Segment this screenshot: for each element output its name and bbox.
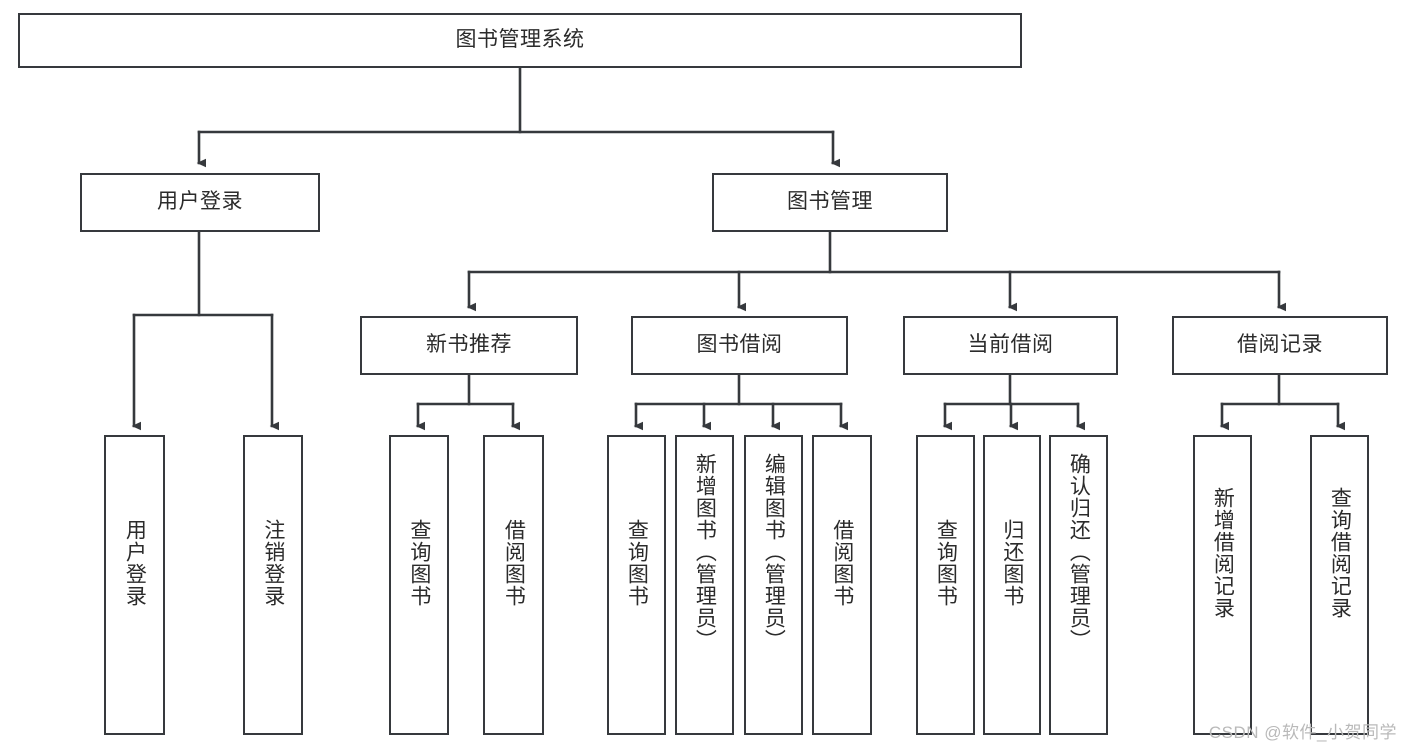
node-label: 确认归还（管理员） xyxy=(1067,453,1091,651)
node-label: 归还图书 xyxy=(1000,519,1024,607)
leaf-borrow-book-newbook[interactable]: 借阅图书 xyxy=(483,435,544,735)
leaf-query-borrow-record[interactable]: 查询借阅记录 xyxy=(1310,435,1369,735)
leaf-query-book-newbook[interactable]: 查询图书 xyxy=(389,435,449,735)
node-root-system[interactable]: 图书管理系统 xyxy=(18,13,1022,68)
node-label: 新书推荐 xyxy=(426,333,512,357)
watermark-text: CSDN @软件_小贺同学 xyxy=(1208,723,1397,742)
edge-group-user-login xyxy=(131,230,280,431)
edge-group-book-mgmt xyxy=(466,230,1287,312)
node-new-book-recommend[interactable]: 新书推荐 xyxy=(360,316,578,375)
leaf-user-login[interactable]: 用户登录 xyxy=(104,435,165,735)
node-label: 查询图书 xyxy=(934,519,958,607)
node-label: 查询图书 xyxy=(407,519,431,607)
node-borrow-record[interactable]: 借阅记录 xyxy=(1172,316,1388,375)
node-label: 注销登录 xyxy=(261,519,285,607)
edge-group-borrow-book xyxy=(633,373,849,431)
node-label: 借阅记录 xyxy=(1237,333,1323,357)
node-label: 查询图书 xyxy=(625,519,649,607)
node-label: 当前借阅 xyxy=(967,333,1054,357)
leaf-query-book-current[interactable]: 查询图书 xyxy=(916,435,975,735)
node-label: 借阅图书 xyxy=(830,519,854,607)
edge-group-current-borrow xyxy=(942,373,1086,431)
node-label: 图书借阅 xyxy=(696,333,783,357)
node-label: 编辑图书（管理员） xyxy=(762,453,786,651)
node-user-login[interactable]: 用户登录 xyxy=(80,173,320,232)
node-label: 用户登录 xyxy=(123,519,147,607)
leaf-add-borrow-record[interactable]: 新增借阅记录 xyxy=(1193,435,1252,735)
leaf-return-book[interactable]: 归还图书 xyxy=(983,435,1041,735)
edge-group-new-book xyxy=(415,373,521,431)
node-label: 查询借阅记录 xyxy=(1328,487,1352,619)
leaf-logout[interactable]: 注销登录 xyxy=(243,435,303,735)
node-label: 用户登录 xyxy=(157,190,243,214)
leaf-edit-book-admin[interactable]: 编辑图书（管理员） xyxy=(744,435,803,735)
node-label: 图书管理 xyxy=(787,190,873,214)
edge-group-borrow-record xyxy=(1219,373,1346,431)
node-label: 图书管理系统 xyxy=(455,28,585,52)
node-label: 新增借阅记录 xyxy=(1211,487,1235,619)
leaf-query-book-borrow[interactable]: 查询图书 xyxy=(607,435,666,735)
leaf-confirm-return-admin[interactable]: 确认归还（管理员） xyxy=(1049,435,1108,735)
leaf-borrow-book-action[interactable]: 借阅图书 xyxy=(812,435,872,735)
node-label: 借阅图书 xyxy=(502,519,526,607)
leaf-add-book-admin[interactable]: 新增图书（管理员） xyxy=(675,435,734,735)
node-book-borrow[interactable]: 图书借阅 xyxy=(631,316,848,375)
node-current-borrow[interactable]: 当前借阅 xyxy=(903,316,1118,375)
edge-group-root xyxy=(196,66,841,168)
node-label: 新增图书（管理员） xyxy=(693,453,717,651)
node-book-management[interactable]: 图书管理 xyxy=(712,173,948,232)
